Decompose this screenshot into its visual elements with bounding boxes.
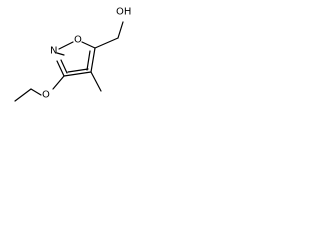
bond-o1-n2 — [56, 52, 65, 56]
hydroxyl-label: OH — [116, 7, 131, 18]
molecule-structure: N O O OH — [14, 7, 131, 102]
bond-c3-oethyl — [52, 75, 65, 90]
bond-c4-c5 — [90, 47, 96, 73]
bond-ch2-oh — [117, 21, 124, 39]
bond-ring-o-n — [58, 41, 74, 50]
ring-oxygen-label: O — [74, 35, 82, 46]
ethoxy-oxygen-label: O — [42, 90, 50, 101]
bond-n2-c3-double — [60, 59, 68, 74]
bond-c3-c4 — [63, 71, 92, 77]
bond-c5-o1 — [81, 41, 96, 49]
ring-nitrogen-label: N — [50, 46, 57, 57]
bond-c5-ch2 — [94, 37, 119, 49]
bond-c4-methyl — [90, 71, 102, 92]
bond-c3-c4-inner — [67, 68, 89, 73]
bond-n2-c3 — [56, 60, 65, 77]
bond-oethyl-ch2 — [30, 88, 42, 96]
bond-ch2-ch3 — [14, 88, 32, 102]
bond-c4-c5-inner — [86, 50, 91, 71]
